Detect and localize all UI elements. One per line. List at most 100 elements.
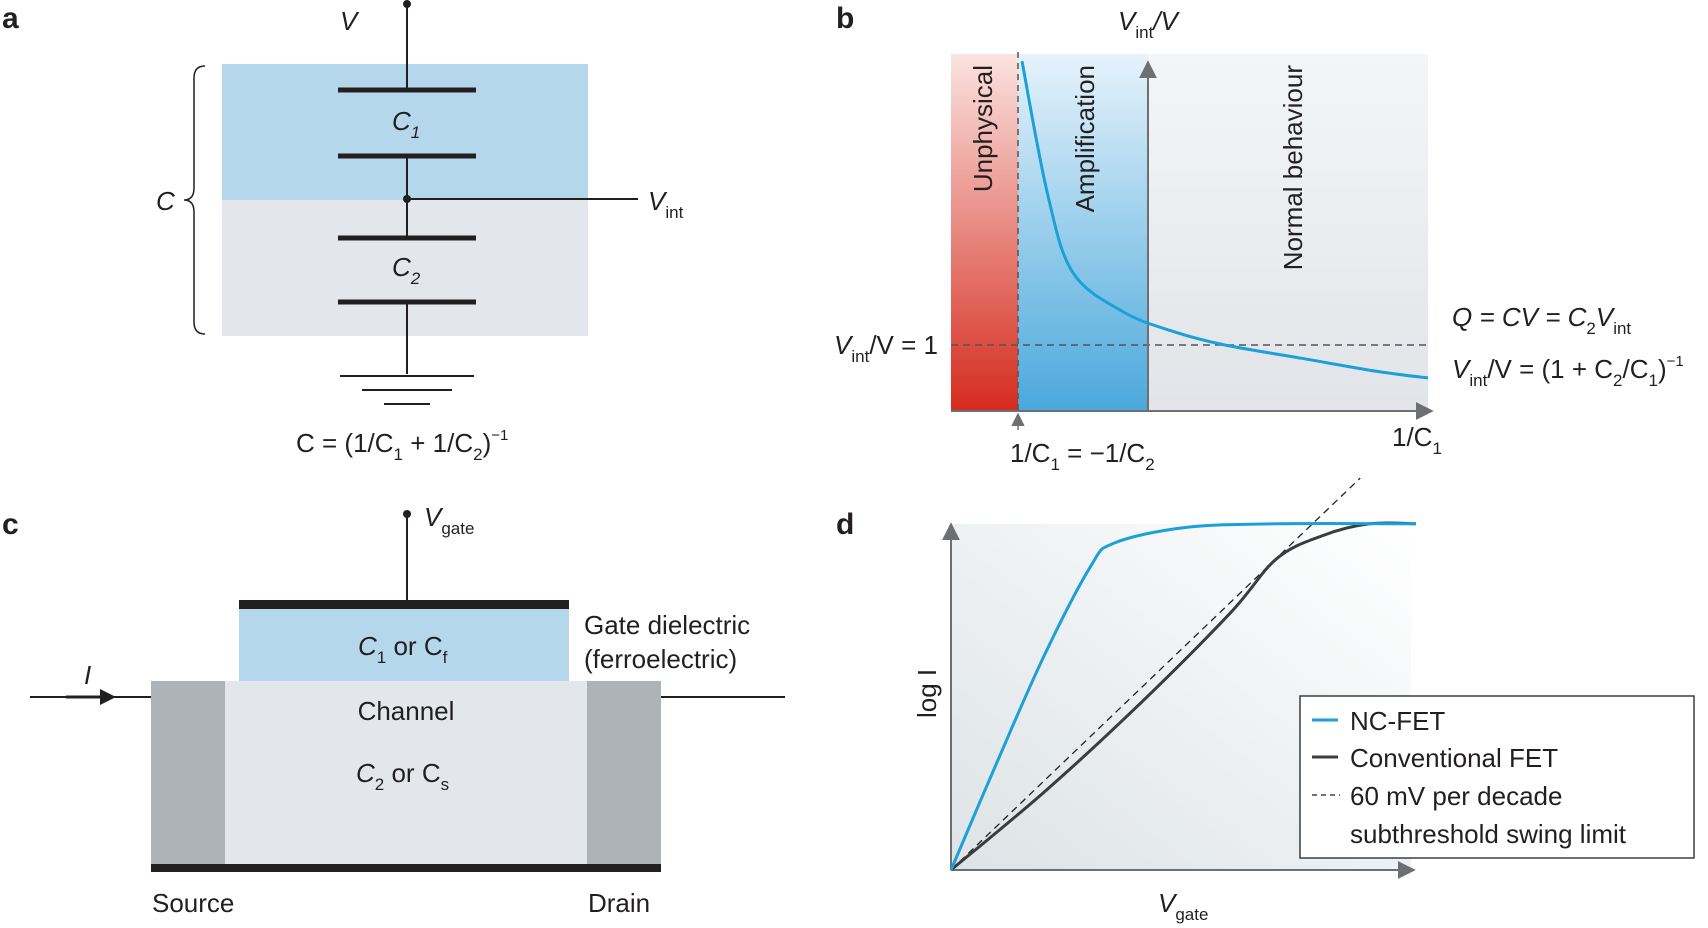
drain-label: Drain <box>588 888 650 918</box>
y-axis-label: Vint/V <box>1118 6 1181 42</box>
x-axis-label-sub: 1 <box>1432 439 1441 458</box>
gain-eq-part-4: ) <box>1658 354 1667 384</box>
unity-tick-v: V <box>834 330 854 360</box>
legend-label-limit-2: subthreshold swing limit <box>1350 819 1627 849</box>
panel-d-letter: d <box>836 508 854 541</box>
gain-eq-exponent: −1 <box>1667 353 1684 370</box>
ferro-part-2: or C <box>386 631 442 661</box>
ferro-part-1: C <box>358 631 377 661</box>
formula-part-2: + 1/C <box>403 428 473 458</box>
voltage-v-label: V <box>340 6 360 36</box>
gain-eq-part-3: /C <box>1623 354 1649 384</box>
source-label: Source <box>152 888 234 918</box>
capacitor-c1-region <box>222 64 588 200</box>
normal-behaviour-region <box>1148 54 1428 411</box>
current-arrow-head <box>100 689 116 705</box>
legend-label-conventional: Conventional FET <box>1350 743 1558 773</box>
x-axis-label-sub: gate <box>1175 905 1208 924</box>
y-axis-label: log I <box>912 669 942 718</box>
charge-equation: Q = CV = C2Vint <box>1452 302 1631 338</box>
semiconductor-label: C2 or Cs <box>356 758 449 794</box>
channel-body <box>151 681 661 864</box>
legend-label-limit-1: 60 mV per decade <box>1350 781 1562 811</box>
drain-contact <box>587 681 661 864</box>
vint-label-main: V <box>648 186 668 216</box>
formula-sub-1: 1 <box>394 445 403 464</box>
ferro-sub-2: f <box>443 648 448 667</box>
region-label-unphysical: Unphysical <box>968 65 998 192</box>
capacitor-c2-region <box>222 200 588 336</box>
unity-tick-sub: int <box>851 347 869 366</box>
gate-voltage-label: Vgate <box>424 502 474 538</box>
unphysical-region <box>951 54 1018 411</box>
charge-eq-part-1: Q = CV = C <box>1452 302 1587 332</box>
formula-part-3: ) <box>483 428 492 458</box>
panel-a: a V C C1 C2 Vint C = (1/C1 + 1/C2)−1 <box>2 0 684 464</box>
x-axis-label-main: 1/C <box>1392 422 1432 452</box>
amplification-region <box>1018 54 1148 411</box>
y-axis-label-sub: int <box>1135 23 1153 42</box>
unity-tick-rest: /V = 1 <box>869 330 938 360</box>
total-capacitance-brace <box>183 65 206 335</box>
legend-label-nc-fet: NC-FET <box>1350 706 1445 736</box>
c1-label: C1 <box>392 106 420 142</box>
gate-voltage-main: V <box>424 502 444 532</box>
charge-eq-sub-2: int <box>1613 319 1631 338</box>
ferro-sub-1: 1 <box>377 648 386 667</box>
asymptote-sub-1: 1 <box>1050 455 1059 474</box>
panel-b: b Unphysical Amplification Normal behavi… <box>834 2 1684 474</box>
region-label-normal: Normal behaviour <box>1278 65 1308 271</box>
asymptote-tick-label: 1/C1 = −1/C2 <box>1010 438 1155 474</box>
vint-label: Vint <box>648 186 684 222</box>
charge-eq-sub-1: 2 <box>1586 319 1595 338</box>
formula-part-1: C = (1/C <box>296 428 394 458</box>
gate-electrode <box>239 600 569 609</box>
semi-sub-1: 2 <box>375 775 384 794</box>
channel-label: Channel <box>358 696 455 726</box>
asymptote-part-2: = −1/C <box>1060 438 1145 468</box>
ferroelectric-note: (ferroelectric) <box>584 644 737 674</box>
formula-sub-2: 2 <box>473 445 482 464</box>
semi-part-1: C <box>356 758 375 788</box>
c1-label-main: C <box>392 106 411 136</box>
substrate-electrode <box>151 864 661 872</box>
panel-b-letter: b <box>836 2 854 35</box>
vint-ratio-curve <box>1020 60 1429 380</box>
gate-voltage-sub: gate <box>441 519 474 538</box>
source-contact <box>151 681 225 864</box>
c1-label-sub: 1 <box>411 123 420 142</box>
y-axis-label-rest: /V <box>1151 6 1180 36</box>
c2-label-sub: 2 <box>410 269 421 288</box>
gain-eq-sub-1: int <box>1469 371 1487 390</box>
x-axis-label-main: V <box>1158 888 1178 918</box>
legend-box <box>1299 695 1695 859</box>
asymptote-sub-2: 2 <box>1145 455 1154 474</box>
total-capacitance-label: C <box>156 186 175 216</box>
x-axis-label: Vgate <box>1158 888 1208 924</box>
semi-sub-2: s <box>441 775 450 794</box>
region-label-amplification: Amplification <box>1070 65 1100 212</box>
y-axis-label-text: log I <box>912 669 942 718</box>
legend: NC-FET Conventional FET 60 mV per decade… <box>1299 695 1695 859</box>
charge-eq-part-2: V <box>1596 302 1616 332</box>
current-label: I <box>84 660 91 690</box>
y-axis-label-v: V <box>1118 6 1138 36</box>
subthreshold-limit-line <box>950 477 1361 871</box>
x-axis-label: 1/C1 <box>1392 422 1442 458</box>
panel-c-letter: c <box>2 508 19 541</box>
ferroelectric-layer <box>239 609 569 681</box>
panel-d: d log I Vgate NC-FET Conventional FET 60… <box>836 477 1695 924</box>
gate-dielectric-label: Gate dielectric <box>584 610 750 640</box>
panel-c: c Vgate I C1 or Cf Gate dielectric (ferr… <box>2 502 785 918</box>
ferroelectric-label: C1 or Cf <box>358 631 448 667</box>
formula-exponent: −1 <box>491 427 508 444</box>
unity-tick-label: Vint/V = 1 <box>834 330 938 366</box>
gain-eq-part-1: V <box>1452 354 1472 384</box>
gain-eq-part-2: /V = (1 + C <box>1487 354 1613 384</box>
gain-equation: Vint/V = (1 + C2/C1)−1 <box>1452 353 1684 390</box>
c2-label-main: C <box>392 252 411 282</box>
semi-part-2: or C <box>384 758 440 788</box>
conventional-fet-curve <box>950 521 1417 872</box>
panel-a-letter: a <box>2 2 19 35</box>
